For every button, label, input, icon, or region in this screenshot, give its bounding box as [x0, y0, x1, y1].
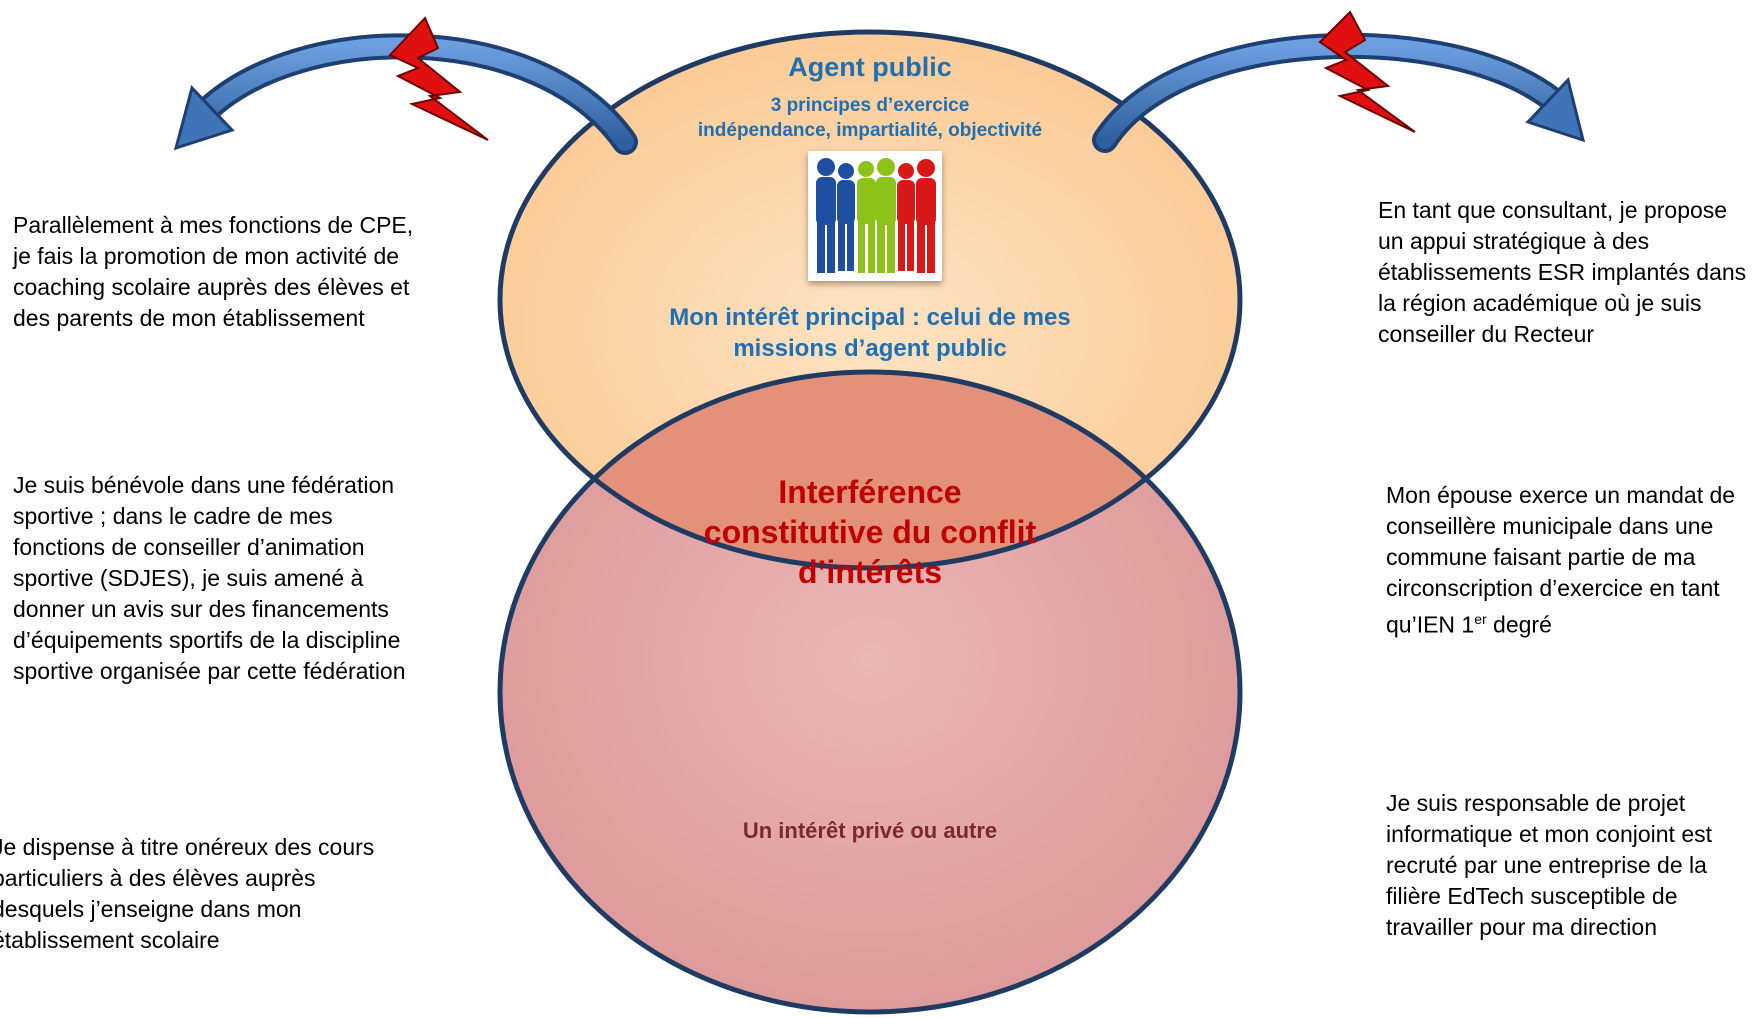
public-agent-circle-outline [497, 29, 1243, 571]
principles-subtitle: 3 principes d’exercice [770, 95, 970, 116]
interference-label: Interférence constitutive du conflit d’i… [703, 474, 1037, 590]
right-example-text: Je suis responsable de projet informatiq… [1386, 790, 1713, 940]
left-example-text: Je suis bénévole dans une fédération spo… [13, 472, 406, 684]
ordinal-superscript: er [1474, 611, 1487, 627]
private-interest-circle-outline [497, 369, 1243, 1015]
left-example-text: Parallèlement à mes fonctions de CPE, je… [13, 212, 414, 331]
left-example-coaching: Parallèlement à mes fonctions de CPE, je… [13, 210, 418, 334]
main-interest-text: Mon intérêt principal : celui de mes mis… [669, 304, 1071, 362]
right-example-consultant: En tant que consultant, je propose un ap… [1378, 195, 1754, 350]
right-example-municipal-mandate: Mon épouse exerce un mandat de conseillè… [1386, 480, 1736, 641]
right-example-text-part: Mon épouse exerce un mandat de conseillè… [1386, 482, 1736, 638]
left-curved-arrow-icon [173, 33, 638, 155]
right-example-text: Mon épouse exerce un mandat de conseillè… [1386, 480, 1736, 641]
right-example-text-part: degré [1486, 611, 1552, 638]
agent-public-title: Agent public [788, 52, 952, 82]
right-example-text: En tant que consultant, je propose un ap… [1378, 197, 1747, 347]
lightning-bolt-icon [388, 16, 489, 141]
left-example-sports-federation: Je suis bénévole dans une fédération spo… [13, 470, 418, 687]
private-interest-label: Un intérêt privé ou autre [742, 818, 998, 843]
left-example-private-lessons: Je dispense à titre onéreux des cours pa… [0, 832, 412, 956]
right-curved-arrow-icon [1092, 32, 1586, 153]
group-of-people-icon [808, 151, 942, 281]
principles-list: indépendance, impartialité, objectivité [697, 120, 1043, 141]
right-example-edtech: Je suis responsable de projet informatiq… [1386, 788, 1754, 943]
lightning-bolt-icon [1318, 10, 1416, 133]
left-example-text: Je dispense à titre onéreux des cours pa… [0, 834, 375, 953]
